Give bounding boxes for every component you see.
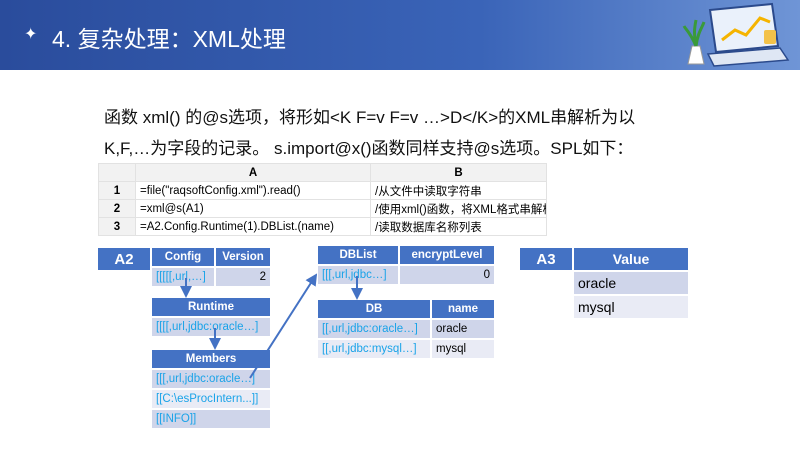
config-value-link[interactable]: [[[[[,url,…] [152,268,214,286]
intro-line-1: 函数 xml() 的@s选项，将形如<K F=v F=v …>D</K>的XML… [104,108,636,127]
db-row-link[interactable]: [[,url,jdbc:oracle…] [318,320,430,338]
star-icon: ✦ [24,26,38,43]
members-header: Members [152,350,270,368]
intro-paragraph: 函数 xml() 的@s选项，将形如<K F=v F=v …>D</K>的XML… [104,102,664,164]
row-number[interactable]: 1 [98,181,136,200]
a2-label: A2 [98,248,150,270]
config-header: Config [152,248,214,266]
members-row-link[interactable]: [[[,url,jdbc:oracle…] [152,370,270,388]
name-header: name [432,300,494,318]
encrypt-level-value: 0 [400,266,494,284]
encrypt-level-header: encryptLevel [400,246,494,264]
column-header-a[interactable]: A [135,163,371,182]
cell-a3[interactable]: =A2.Config.Runtime(1).DBList.(name) [135,217,371,236]
table-row: 3=A2.Config.Runtime(1).DBList.(name)/读取数… [98,217,547,236]
value-header: Value [574,248,688,270]
db-header: DB [318,300,430,318]
db-name: oracle [432,320,494,338]
column-header-b[interactable]: B [370,163,547,182]
laptop-chart-illustration-icon [682,2,790,67]
db-name: mysql [432,340,494,358]
arrow-members-dblist [249,273,318,379]
db-row-link[interactable]: [[,url,jdbc:mysql…] [318,340,430,358]
runtime-header: Runtime [152,298,270,316]
dblist-header: DBList [318,246,398,264]
runtime-value-link[interactable]: [[[[,url,jdbc:oracle…] [152,318,270,336]
members-row-link[interactable]: [[INFO]] [152,410,270,428]
members-row-link[interactable]: [[C:\esProcIntern...]] [152,390,270,408]
version-value: 2 [216,268,270,286]
intro-line-2: K,F,…为字段的记录。 s.import@x()函数同样支持@s选项。SPL如… [104,139,634,158]
header-banner: ✦ 4. 复杂处理：XML处理 [0,0,800,70]
a3-label: A3 [520,248,572,270]
page-title: 4. 复杂处理：XML处理 [52,26,286,52]
value-row: mysql [574,296,688,318]
table-row: 1=file("raqsoftConfig.xml").read()/从文件中读… [98,181,547,200]
version-header: Version [216,248,270,266]
value-row: oracle [574,272,688,294]
dblist-value-link[interactable]: [[[,url,jdbc…] [318,266,398,284]
cell-b1[interactable]: /从文件中读取字符串 [370,181,547,200]
cell-b3[interactable]: /读取数据库名称列表 [370,217,547,236]
corner-cell [98,163,136,182]
